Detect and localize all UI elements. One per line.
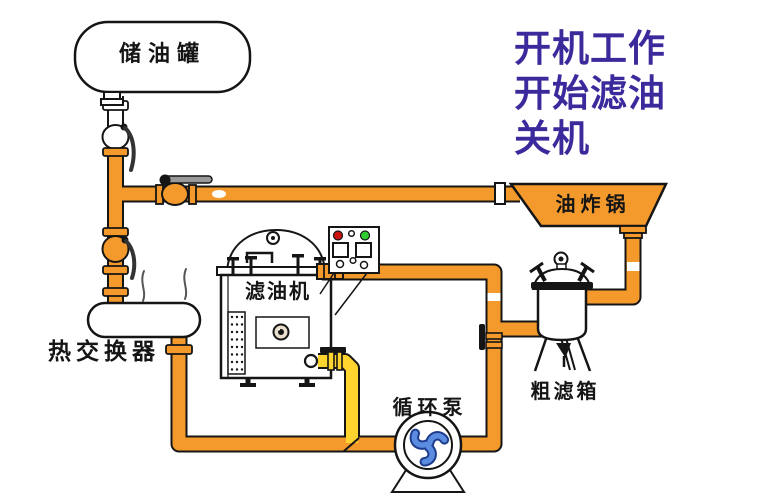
circulation-pump-label: 循环泵 (392, 395, 468, 419)
panel-button (355, 242, 372, 258)
ball-valve (155, 174, 213, 206)
ball-valve-handle (163, 175, 213, 184)
lid-clamps-icon (529, 261, 595, 282)
steam-lines-icon (141, 268, 188, 302)
access-plate (255, 316, 310, 349)
filter-machine-label: 滤油机 (245, 279, 311, 303)
pipe-coupling (102, 227, 129, 237)
outlet-valve-knob (303, 353, 319, 369)
storage-tank-label: 储油罐 (118, 41, 206, 67)
indicator-green-icon (359, 230, 371, 241)
fryer-label: 油炸锅 (555, 192, 631, 216)
control-panel (319, 226, 380, 316)
status-line: 开始滤油 (514, 72, 666, 115)
pipe-coupling (102, 147, 129, 157)
heat-exchanger-label: 热交换器 (48, 338, 160, 365)
right-pipe-valve (479, 324, 503, 350)
status-text: 开机工作 开始滤油 关机 (514, 26, 666, 161)
pump-impeller-icon (409, 428, 450, 467)
filter-machine-feet (240, 378, 315, 387)
panel-button (332, 242, 349, 258)
coarse-filter-legs (533, 335, 592, 372)
heat-exchanger (86, 301, 202, 339)
fryer-outlet-flange (619, 225, 647, 234)
valve-lower (101, 235, 130, 263)
coarse-filter-tank (529, 251, 595, 372)
valve-lower-handle (124, 239, 137, 280)
pipe-coupling (165, 344, 193, 355)
perforated-strip (227, 311, 246, 375)
status-line: 关机 (514, 117, 590, 160)
pipe-coupling (494, 182, 506, 205)
coarse-filter-body (536, 286, 588, 342)
valve-upper-handle (123, 126, 136, 172)
coarse-filter-label: 粗滤箱 (530, 379, 600, 403)
drain-fitting-icon (556, 343, 571, 358)
status-line: 开机工作 (514, 27, 666, 70)
pipe-coupling (102, 287, 129, 297)
indicator-red-icon (332, 230, 344, 241)
circulation-pump (390, 410, 466, 493)
storage-tank (73, 20, 252, 106)
fryer (508, 182, 668, 239)
right-valve-handle (479, 324, 485, 350)
pipe-coupling (102, 265, 129, 275)
pipe-miter-joint (343, 437, 360, 452)
filter-outlet-valve (303, 347, 346, 371)
